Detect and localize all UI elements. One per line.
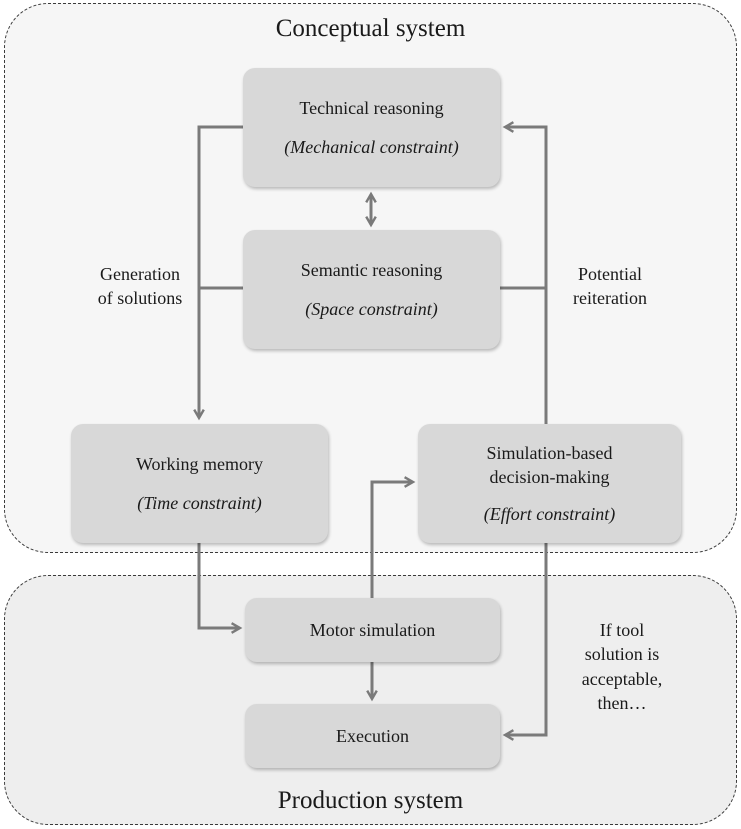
time-constraint-label: (Time constraint) <box>137 492 262 513</box>
acceptable-label-line: If tool <box>599 620 645 640</box>
acceptable-label-line: then… <box>597 692 647 713</box>
effort-constraint-label: (Effort constraint) <box>483 503 616 524</box>
reiteration-label-line: Potential <box>578 264 642 284</box>
generation-label-line: of solutions <box>97 288 183 309</box>
arrow-potential-reiteration <box>502 121 548 424</box>
arrow-simulation-to-execution <box>502 543 548 741</box>
arrow-motor-to-simulation <box>370 476 416 598</box>
mechanical-constraint-label: (Mechanical constraint) <box>284 136 459 157</box>
simulation-title-line2: decision-making <box>489 467 610 488</box>
conceptual-system-title: Conceptual system <box>275 15 466 42</box>
production-system-title: Production system <box>277 787 464 814</box>
arrow-working-to-motor <box>197 543 243 634</box>
acceptable-label-line: acceptable, <box>581 668 663 689</box>
working-memory-box: Working memory (Time constraint) <box>71 424 328 543</box>
reiteration-label-line: reiteration <box>573 288 647 309</box>
working-memory-title: Working memory <box>135 454 264 475</box>
generation-label-line: Generation <box>100 264 180 284</box>
execution-title: Execution <box>336 725 409 746</box>
space-constraint-label: (Space constraint) <box>305 298 438 319</box>
technical-reasoning-title: Technical reasoning <box>299 98 444 119</box>
simulation-decision-box: Simulation-based decision-making (Effort… <box>418 424 681 543</box>
technical-reasoning-box: Technical reasoning (Mechanical constrai… <box>243 68 500 187</box>
acceptable-solution-label: If tool solution is acceptable, then… <box>568 618 676 715</box>
motor-simulation-box: Motor simulation <box>245 598 500 662</box>
arrow-generation-of-solutions <box>193 125 243 421</box>
execution-box: Execution <box>245 704 500 768</box>
motor-simulation-title: Motor simulation <box>309 619 436 640</box>
semantic-reasoning-box: Semantic reasoning (Space constraint) <box>243 230 500 349</box>
potential-reiteration-label: Potential reiteration <box>556 262 664 311</box>
semantic-reasoning-title: Semantic reasoning <box>300 260 443 281</box>
simulation-title-line1: Simulation-based <box>486 443 613 464</box>
generation-of-solutions-label: Generation of solutions <box>78 262 202 311</box>
acceptable-label-line: solution is <box>584 644 660 665</box>
